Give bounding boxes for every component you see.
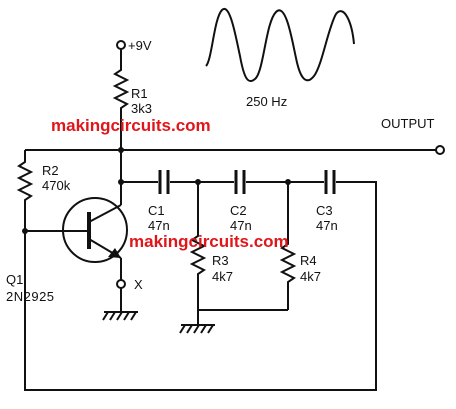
q1-collector-lead [88,204,122,223]
c3-name: C3 [316,203,333,218]
c1-name: C1 [148,203,165,218]
sine-waveform [205,7,355,82]
r2-value: 470k [42,178,71,193]
watermark-text: makingcircuits.com [51,116,211,135]
supply-terminal [116,40,126,50]
capacitor-c3 [324,170,336,194]
x-label: X [134,277,143,292]
r4-name: R4 [300,253,317,268]
r1-name: R1 [131,86,148,101]
resistor-r1 [112,49,130,150]
capacitor-c1 [158,170,170,194]
supply-label: +9V [128,38,152,53]
watermark-text: makingcircuits.com [129,232,289,251]
r1-value: 3k3 [131,101,152,116]
resistor-r3 [189,182,207,310]
capacitor-c2 [234,170,246,194]
q1-emitter-arrow [108,248,121,258]
feedback-wire [24,181,377,391]
r3-value: 4k7 [212,269,233,284]
resistor-r2 [16,150,34,231]
frequency-label: 250 Hz [246,94,287,109]
c1-value: 47n [148,218,170,233]
r3-name: R3 [212,253,229,268]
junction-dot [118,147,124,153]
r2-name: R2 [42,163,59,178]
c2-name: C2 [230,203,247,218]
ground-icon [179,324,215,334]
c3-value: 47n [316,218,338,233]
output-label: OUTPUT [381,116,435,131]
ground-icon [102,311,138,321]
transistor-q1 [62,197,128,263]
output-terminal [435,145,445,155]
q1-name: Q1 [6,272,23,287]
x-terminal [116,279,126,289]
r4-value: 4k7 [300,269,321,284]
q1-part: 2N2925 [6,289,55,304]
resistor-r4 [279,182,297,310]
c2-value: 47n [230,218,252,233]
